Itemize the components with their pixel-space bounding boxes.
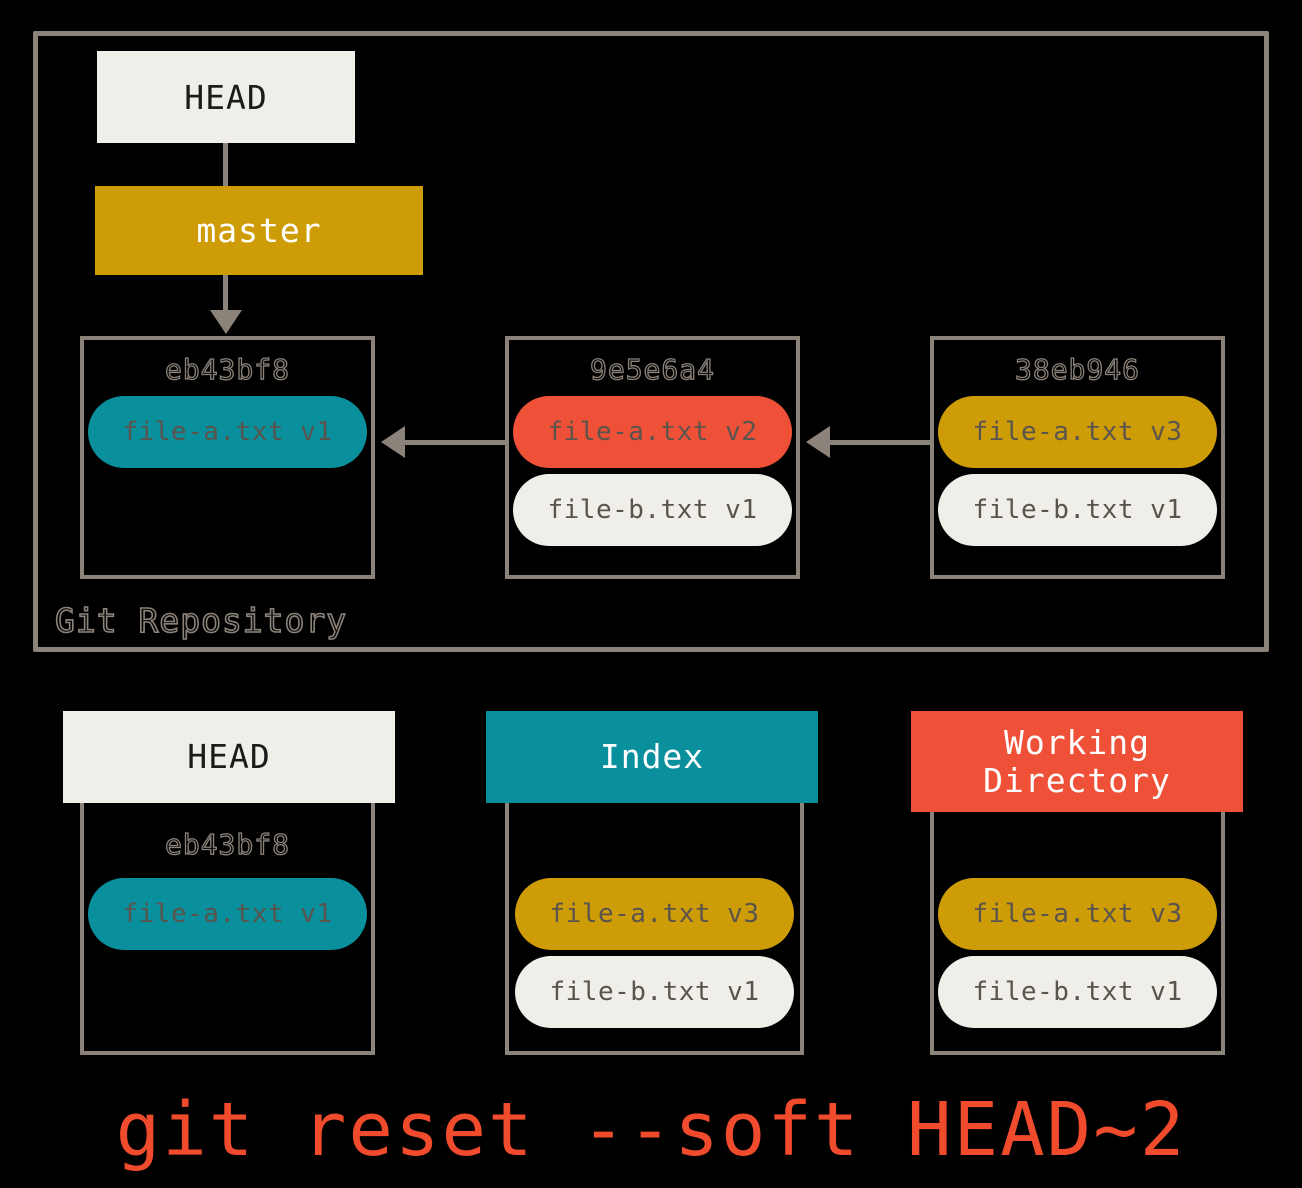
commit-hash-2: 38eb946 [1014,352,1140,386]
index-area-files: file-a.txt v3 file-b.txt v1 [505,872,804,1028]
commit-box-1: 9e5e6a4 file-a.txt v2 file-b.txt v1 [505,336,800,579]
index-area-title: Index [599,737,705,776]
area-file-pill: file-a.txt v3 [515,878,794,950]
master-ref-box: master [95,186,423,275]
area-file-pill: file-a.txt v3 [938,878,1217,950]
working-directory-area-body [930,790,1225,1055]
area-file-pill: file-a.txt v1 [88,878,367,950]
arrow-line-commit1-to-commit0 [405,440,505,445]
arrow-head-commit2-to-commit1-icon [806,426,830,458]
head-ref-label: HEAD [184,77,268,117]
commit-file-pill: file-b.txt v1 [938,474,1217,546]
head-area-title: HEAD [187,737,271,776]
commit-file-pill: file-b.txt v1 [513,474,792,546]
index-area-header: Index [486,711,818,803]
connector-master-to-commit [223,275,228,312]
commit-file-pill: file-a.txt v1 [88,396,367,468]
area-file-pill: file-b.txt v1 [938,956,1217,1028]
head-area-header: HEAD [63,711,395,803]
working-directory-title-line-1: Working [1003,722,1151,762]
working-directory-area-files: file-a.txt v3 file-b.txt v1 [930,872,1225,1028]
arrow-head-commit1-to-commit0-icon [381,426,405,458]
head-ref-box: HEAD [97,51,355,143]
area-file-pill: file-b.txt v1 [515,956,794,1028]
working-directory-area-header: Working Directory [911,711,1243,812]
commit-file-pill: file-a.txt v3 [938,396,1217,468]
commit-hash-0: eb43bf8 [164,352,290,386]
connector-head-to-master [223,143,228,188]
head-area-hash: eb43bf8 [164,827,290,861]
commit-hash-1: 9e5e6a4 [589,352,715,386]
head-area-body [80,790,375,1055]
head-area-files: file-a.txt v1 [80,872,375,950]
commit-box-0: eb43bf8 file-a.txt v1 [80,336,375,579]
commit-box-2: 38eb946 file-a.txt v3 file-b.txt v1 [930,336,1225,579]
master-ref-label: master [196,211,322,250]
git-repository-label: Git Repository [54,600,348,641]
git-repository-container [33,31,1269,652]
commit-file-pill: file-a.txt v2 [513,396,792,468]
index-area-body [505,790,804,1055]
working-directory-title-line-2: Directory [983,760,1171,800]
command-caption: git reset --soft HEAD~2 [115,1087,1187,1173]
arrow-master-to-commit-icon [210,310,242,334]
arrow-line-commit2-to-commit1 [830,440,930,445]
